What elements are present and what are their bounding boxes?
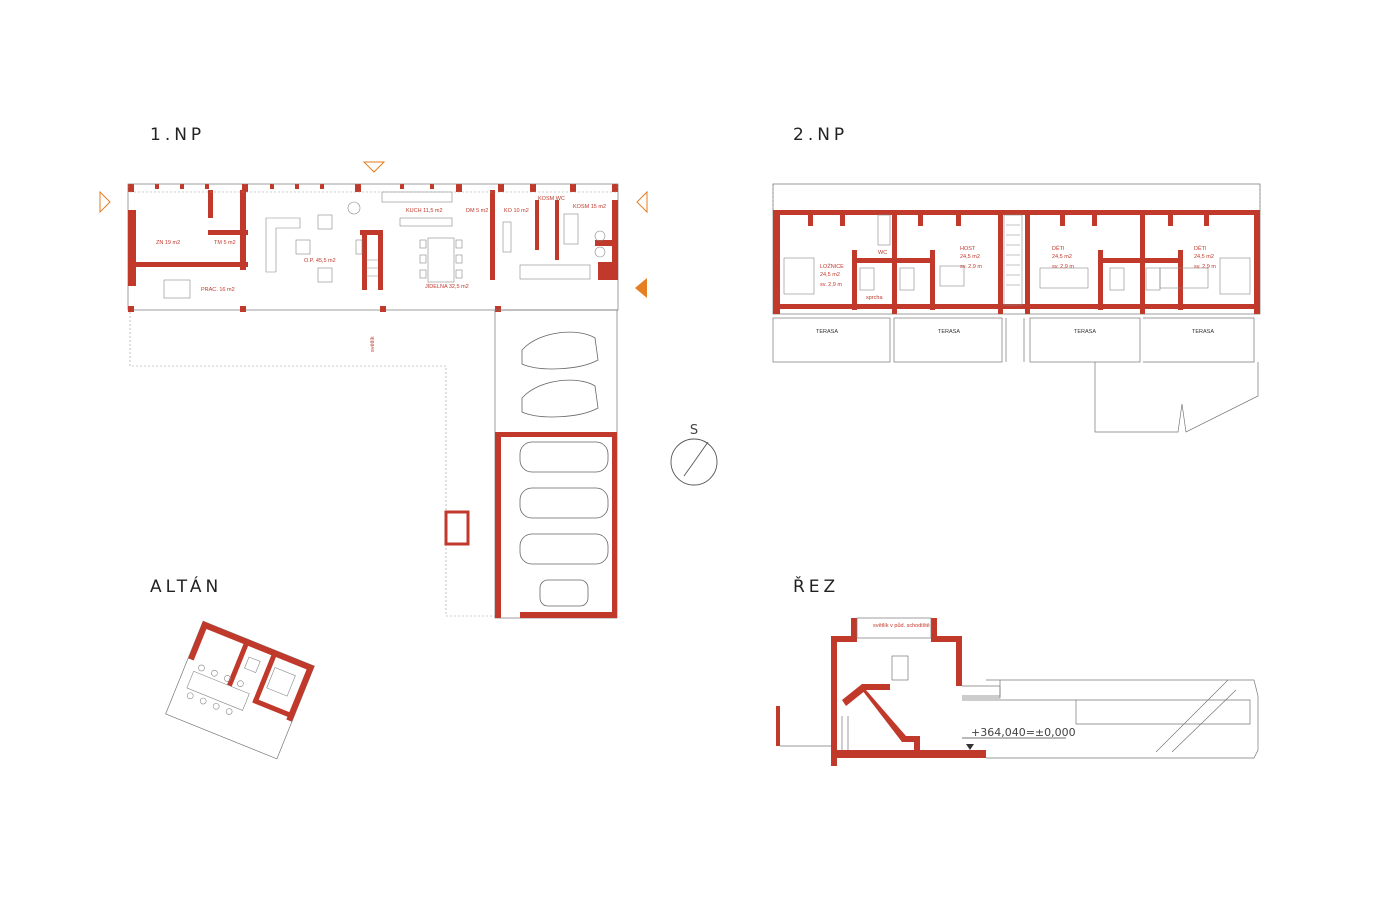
entry-arrow-left	[99, 190, 111, 214]
terrace-2: TERASA	[938, 329, 960, 335]
room-deti-1-area: 24,5 m2	[1052, 254, 1072, 260]
room-sprcha: sprcha	[866, 295, 883, 301]
title-rez: ŘEZ	[793, 577, 840, 597]
room-wc: WC	[878, 250, 887, 256]
north-compass: S	[670, 423, 718, 486]
room-deti-1-height: sv. 2,9 m	[1052, 264, 1074, 270]
floorplan-altan	[165, 620, 315, 760]
room-op: O.P. 45,5 m2	[304, 258, 336, 264]
entry-arrow-top	[362, 161, 386, 173]
room-host-area: 24,5 m2	[960, 254, 980, 260]
label-svetlik: světlík	[370, 336, 376, 352]
terrace-3: TERASA	[1074, 329, 1096, 335]
room-deti-2-area: 24,5 m2	[1194, 254, 1214, 260]
room-loznice: LOŽNICE	[820, 262, 844, 270]
room-deti-2: DĚTI	[1194, 244, 1207, 252]
label-skylight: světlík v půd. schodiště	[873, 622, 930, 629]
room-host-height: sv. 2,9 m	[960, 264, 982, 270]
room-zn: ZN 19 m2	[156, 240, 180, 246]
room-dm: DM 5 m2	[466, 208, 488, 214]
room-kosm-wc: KOSM WC	[538, 196, 565, 202]
terrace-1: TERASA	[816, 329, 838, 335]
room-loznice-height: sv. 2,9 m	[820, 282, 842, 288]
floorplan-2np: LOŽNICE 24,5 m2 sv. 2,9 m HOST 24,5 m2 s…	[772, 183, 1261, 433]
room-kosm: KOSM 15 m2	[573, 204, 606, 210]
title-2np: 2.NP	[793, 125, 849, 145]
section-rez: světlík v půd. schodiště +364,040=±0,000	[776, 617, 1259, 766]
level-marker: +364,040=±0,000	[971, 726, 1076, 739]
room-loznice-area: 24,5 m2	[820, 272, 840, 278]
terrace-4: TERASA	[1192, 329, 1214, 335]
room-jidelna: JÍDELNA 32,5 m2	[425, 283, 469, 290]
room-host: HOST	[960, 246, 976, 252]
entry-arrow-right-open	[636, 190, 648, 214]
room-prac: PRAC. 16 m2	[201, 287, 235, 293]
room-kuch: KUCH 11,5 m2	[406, 208, 443, 214]
title-1np: 1.NP	[150, 125, 206, 145]
entry-arrow-main[interactable]	[635, 278, 647, 298]
room-deti-1: DĚTI	[1052, 244, 1065, 252]
garage	[444, 309, 618, 619]
compass-letter: S	[690, 423, 698, 438]
floorplan-1np: ZN 19 m2 TM 5 m2 O.P. 45,5 m2 KUCH 11,5 …	[99, 161, 648, 619]
room-tm: TM 5 m2	[214, 240, 236, 246]
room-deti-2-height: sv. 2,9 m	[1194, 264, 1216, 270]
room-ko: KO 10 m2	[504, 208, 529, 214]
title-altan: ALTÁN	[150, 577, 223, 597]
